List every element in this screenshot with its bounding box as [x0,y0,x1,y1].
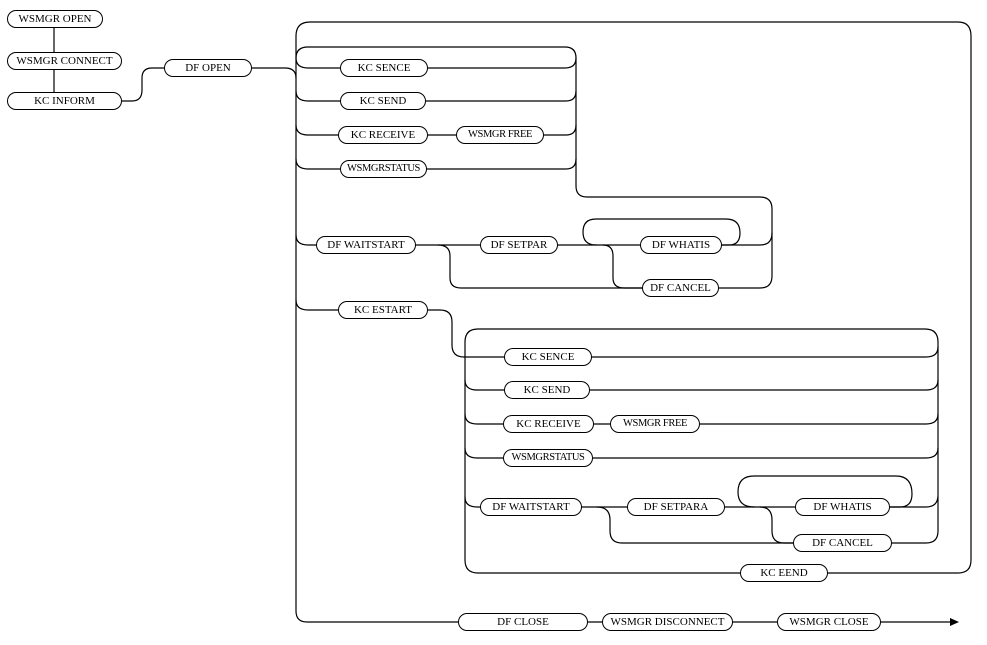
node-wsmgrstatus-2: WSMGRSTATUS [503,449,593,467]
node-kc-send-2: KC SEND [504,381,590,399]
branch-estart [295,299,505,358]
node-df-cancel-1: DF CANCEL [642,279,719,297]
node-label: WSMGR DISCONNECT [610,616,725,628]
node-label: KC RECEIVE [516,418,581,430]
node-label: KC EEND [760,567,808,579]
node-label: DF CANCEL [812,537,873,549]
node-label: WSMGR CONNECT [16,55,113,67]
group-2-right-return [889,447,939,544]
node-wsmgr-free-1: WSMGR FREE [456,126,544,144]
end-arrowhead [950,618,959,626]
connector-open-trunk [251,67,297,79]
node-label: DF SETPAR [490,239,548,251]
node-label: DF OPEN [185,62,231,74]
whatis-cancel-fork-1 [602,244,643,289]
node-wsmgr-open: WSMGR OPEN [7,10,103,28]
node-label: DF WAITSTART [327,239,405,251]
whatis-cancel-fork-2 [759,506,794,544]
branch-waitstart-1 [295,234,641,246]
node-wsmgr-disconnect: WSMGR DISCONNECT [602,613,733,631]
whatis-loop-1 [582,218,741,246]
node-df-close: DF CLOSE [458,613,588,631]
whatis-loop-2 [737,475,913,508]
node-label: KC SENCE [521,351,575,363]
node-label: DF SETPARA [643,501,709,513]
node-label: DF WHATIS [813,501,872,513]
node-df-whatis-1: DF WHATIS [640,236,722,254]
node-label: DF WHATIS [651,239,711,251]
node-kc-inform: KC INFORM [7,92,122,110]
connector-inform-open [121,67,165,102]
node-label: DF CLOSE [497,616,549,628]
node-label: WSMGR FREE [468,129,532,140]
node-kc-receive-1: KC RECEIVE [338,126,428,144]
node-label: WSMGR FREE [623,418,687,429]
node-kc-sence-2: KC SENCE [504,348,592,366]
return-group-1 [575,158,773,289]
node-kc-estart: KC ESTART [338,301,428,319]
node-label: KC ESTART [353,304,413,316]
outer-loop [295,21,972,574]
node-df-setpara-2: DF SETPARA [627,498,725,516]
group-2-top [464,328,939,358]
node-wsmgr-connect: WSMGR CONNECT [7,52,122,70]
node-label: KC SEND [359,95,407,107]
kc-eend-return [464,559,741,574]
whatis-exit-1 [721,232,773,246]
node-label: WSMGR CLOSE [789,616,869,628]
node-df-setpar-1: DF SETPAR [480,236,558,254]
node-label: KC INFORM [34,95,95,107]
node-label: WSMGR OPEN [18,13,92,25]
node-wsmgrstatus-1: WSMGRSTATUS [340,160,427,178]
node-df-whatis-2: DF WHATIS [795,498,890,516]
node-df-waitstart-1: DF WAITSTART [316,236,416,254]
node-wsmgr-close: WSMGR CLOSE [777,613,881,631]
setpara-bypass-2 [596,506,794,544]
node-kc-send-1: KC SEND [340,92,426,110]
node-label: DF CANCEL [650,282,711,294]
branch-send-1 [295,57,577,102]
node-label: KC SENCE [357,62,411,74]
branch-sence-1 [295,46,577,69]
node-kc-sence-1: KC SENCE [340,59,428,77]
node-label: DF WAITSTART [492,501,570,513]
node-df-cancel-2: DF CANCEL [793,534,892,552]
setpar-bypass-1 [437,244,643,289]
node-label: WSMGRSTATUS [347,163,420,174]
node-label: KC SEND [523,384,571,396]
node-label: WSMGRSTATUS [511,452,585,463]
node-df-open: DF OPEN [164,59,252,77]
node-kc-receive-2: KC RECEIVE [503,415,594,433]
node-df-waitstart-2: DF WAITSTART [480,498,582,516]
node-kc-eend: KC EEND [740,564,828,582]
node-wsmgr-free-2: WSMGR FREE [610,415,700,433]
node-label: KC RECEIVE [350,129,416,141]
main-trunk [295,35,459,623]
